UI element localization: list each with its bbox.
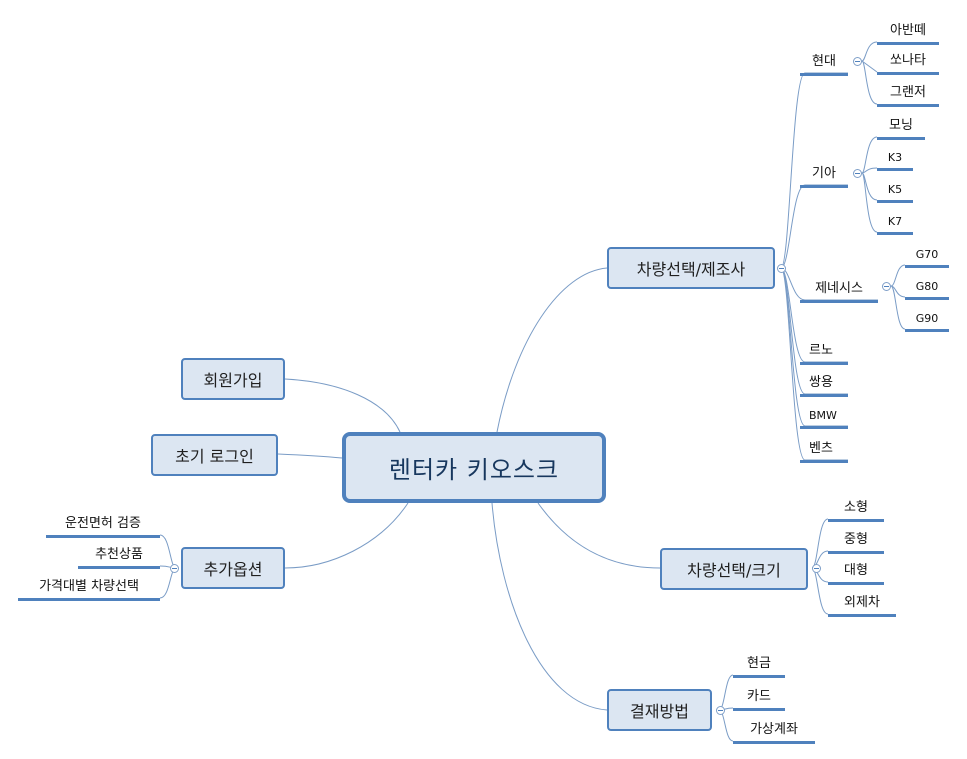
connector-center-login xyxy=(277,453,343,459)
model-g80[interactable]: G80 xyxy=(905,270,949,300)
topic-options[interactable]: 추가옵션 xyxy=(181,547,285,589)
collapse-toggle-size[interactable] xyxy=(812,564,821,573)
topic-size[interactable]: 차량선택/크기 xyxy=(660,548,808,590)
model-morning[interactable]: 모닝 xyxy=(877,110,925,140)
model-g90[interactable]: G90 xyxy=(905,302,949,332)
model-k7[interactable]: K7 xyxy=(877,205,913,235)
model-sonata[interactable]: 쏘나타 xyxy=(877,45,939,75)
brand-bmw[interactable]: BMW xyxy=(800,399,848,429)
collapse-toggle-payment[interactable] xyxy=(716,706,725,715)
payment-virtual-account[interactable]: 가상계좌 xyxy=(733,714,815,744)
model-k3[interactable]: K3 xyxy=(877,141,913,171)
brand-hyundai[interactable]: 현대 xyxy=(800,46,848,76)
topic-maker[interactable]: 차량선택/제조사 xyxy=(607,247,775,289)
option-license-verify[interactable]: 운전면허 검증 xyxy=(46,508,160,538)
option-price-select[interactable]: 가격대별 차량선택 xyxy=(18,571,160,601)
model-avante[interactable]: 아반떼 xyxy=(877,15,939,45)
size-large[interactable]: 대형 xyxy=(828,555,884,585)
model-k5[interactable]: K5 xyxy=(877,173,913,203)
brand-genesis[interactable]: 제네시스 xyxy=(800,273,878,303)
topic-signup[interactable]: 회원가입 xyxy=(181,358,285,400)
size-imported[interactable]: 외제차 xyxy=(828,587,896,617)
size-medium[interactable]: 중형 xyxy=(828,524,884,554)
collapse-toggle-genesis[interactable] xyxy=(882,282,891,291)
collapse-toggle-maker[interactable] xyxy=(777,264,786,273)
brand-renault[interactable]: 르노 xyxy=(800,335,848,365)
collapse-toggle-options[interactable] xyxy=(170,564,179,573)
brand-ssangyong[interactable]: 쌍용 xyxy=(800,367,848,397)
central-topic[interactable]: 렌터카 키오스크 xyxy=(342,432,606,503)
brand-benz[interactable]: 벤츠 xyxy=(800,433,848,463)
payment-cash[interactable]: 현금 xyxy=(733,648,785,678)
topic-login[interactable]: 초기 로그인 xyxy=(151,434,278,476)
collapse-toggle-hyundai[interactable] xyxy=(853,57,862,66)
topic-payment[interactable]: 결재방법 xyxy=(607,689,712,731)
brand-kia[interactable]: 기아 xyxy=(800,158,848,188)
connector-center-options xyxy=(284,502,409,569)
connector-center-signup xyxy=(284,378,401,433)
option-recommended[interactable]: 추천상품 xyxy=(78,539,160,569)
model-g70[interactable]: G70 xyxy=(905,238,949,268)
size-small[interactable]: 소형 xyxy=(828,492,884,522)
collapse-toggle-kia[interactable] xyxy=(853,169,862,178)
model-grandeur[interactable]: 그랜저 xyxy=(877,77,939,107)
connector-center-size xyxy=(537,502,661,569)
connector-center-payment xyxy=(491,502,608,711)
payment-card[interactable]: 카드 xyxy=(733,681,785,711)
connector-center-maker xyxy=(496,267,608,433)
